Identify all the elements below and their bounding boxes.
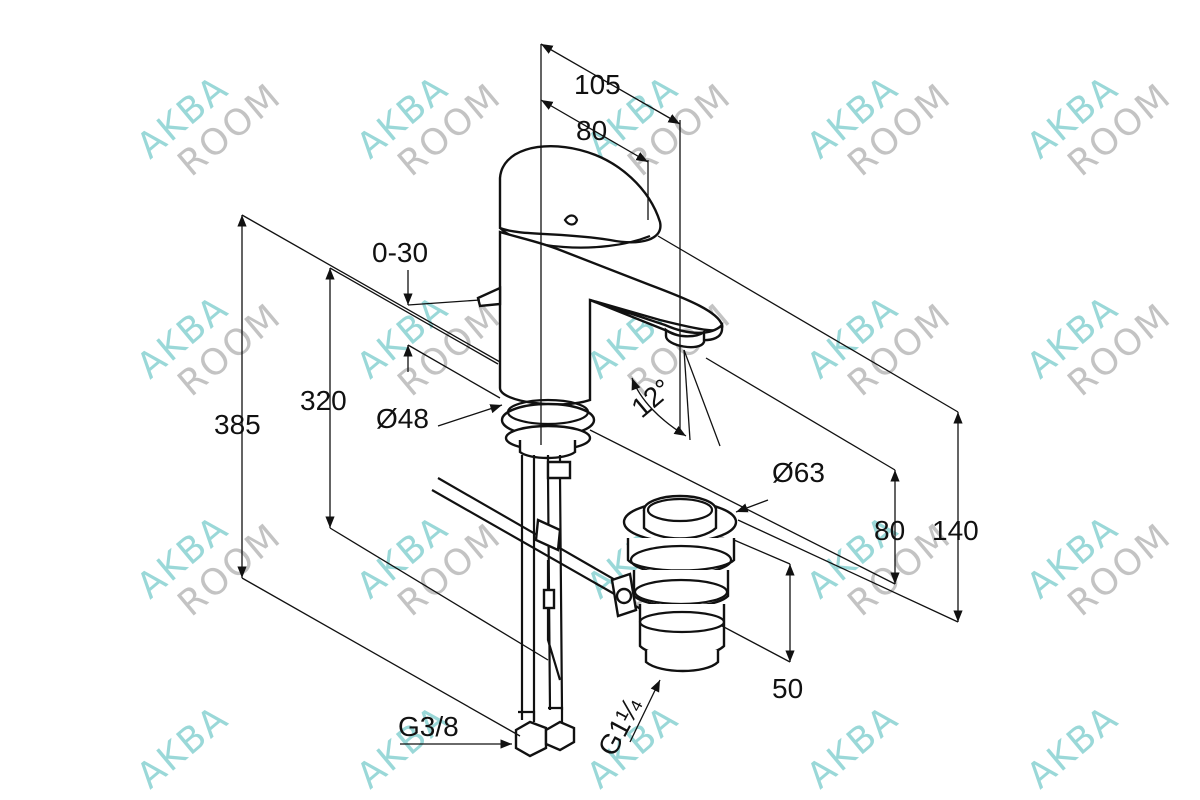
watermark: AKBA ROOM xyxy=(349,68,509,185)
dim-supply-thread: G3/8 xyxy=(398,711,459,742)
watermark: AKBA ROOM xyxy=(799,288,959,405)
faucet xyxy=(431,145,738,758)
watermark-layer: AKBA ROOM AKBA ROOM AKBA ROOM AKBA ROOM … xyxy=(129,68,1179,797)
watermark: AKBA ROOM xyxy=(1019,508,1179,625)
dim-spout-reach-total: 105 xyxy=(574,69,621,100)
dim-lever-angle: 0-30 xyxy=(372,237,428,268)
dim-waste-diameter: Ø63 xyxy=(772,457,825,488)
hex-fitting xyxy=(514,720,548,758)
watermark: AKBA ROOM xyxy=(1019,288,1179,405)
watermark: AKBA xyxy=(1019,698,1126,797)
watermark: AKBA ROOM xyxy=(1019,68,1179,185)
watermark: AKBA ROOM xyxy=(349,508,509,625)
svg-text:AKBA: AKBA xyxy=(799,698,906,797)
dim-body-diameter: Ø48 xyxy=(376,403,429,434)
watermark: AKBA xyxy=(129,698,236,797)
dim-total-height: 140 xyxy=(932,515,979,546)
popup-rod-knob xyxy=(476,286,502,308)
watermark: AKBA ROOM xyxy=(799,508,959,625)
dimension-lines xyxy=(237,43,963,749)
watermark: AKBA ROOM xyxy=(129,508,289,625)
dim-spout-height: 80 xyxy=(874,515,905,546)
watermark: AKBA xyxy=(799,698,906,797)
watermark: AKBA ROOM xyxy=(129,68,289,185)
watermark: AKBA ROOM xyxy=(129,288,289,405)
svg-text:AKBA: AKBA xyxy=(129,698,236,797)
dim-waste-height: 50 xyxy=(772,673,803,704)
dim-hose-length: 320 xyxy=(300,385,347,416)
dim-overall-height: 385 xyxy=(214,409,261,440)
watermark: AKBA ROOM xyxy=(349,288,509,405)
svg-text:AKBA: AKBA xyxy=(1019,698,1126,797)
watermark: AKBA ROOM xyxy=(799,68,959,185)
waste-drain xyxy=(610,494,738,673)
dim-spout-reach: 80 xyxy=(576,115,607,146)
